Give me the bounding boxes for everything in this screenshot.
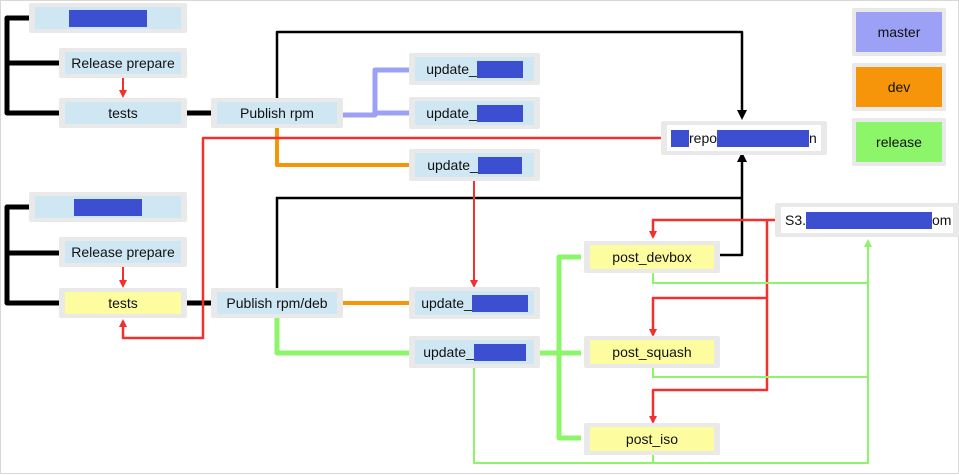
- edge-squash-s3: [652, 367, 868, 378]
- node-repo-suffix: n: [809, 130, 817, 146]
- node-release-prepare-1[interactable]: Release prepare: [59, 48, 187, 78]
- edge-release-update5: [274, 317, 411, 356]
- edge-devbox-repo: [717, 152, 747, 257]
- node-publish-rpm-deb[interactable]: Publish rpm/deb: [211, 288, 343, 318]
- node-update-3[interactable]: update_: [409, 149, 540, 181]
- redacted-name: [717, 129, 810, 147]
- redacted-name: [476, 104, 523, 122]
- node-project-2[interactable]: [29, 192, 187, 222]
- redacted-name: [74, 198, 142, 216]
- node-release-prepare-2[interactable]: Release prepare: [59, 237, 187, 267]
- node-post-devbox[interactable]: post_devbox: [584, 241, 720, 273]
- node-publish-rpm[interactable]: Publish rpm: [211, 98, 343, 128]
- node-post-iso[interactable]: post_iso: [584, 423, 720, 455]
- legend-dev: dev: [852, 63, 946, 111]
- node-update-1-label: update_: [426, 61, 477, 77]
- node-update-4-label: update_: [421, 295, 472, 311]
- edge-dev-update3: [275, 125, 411, 167]
- redacted-name: [471, 294, 528, 312]
- node-repo-prefix: repo: [689, 130, 718, 146]
- edge-s3-squash: [649, 220, 769, 337]
- edge-s3-devbox: [649, 218, 777, 239]
- edge-master-update1: [341, 67, 411, 118]
- node-update-3-label: update_: [427, 157, 478, 173]
- node-s3[interactable]: S3. om: [775, 203, 959, 237]
- redacted-name: [671, 129, 689, 147]
- redacted-name: [477, 156, 522, 174]
- redacted-name: [69, 9, 147, 27]
- node-repo[interactable]: repo n: [661, 121, 827, 155]
- legend-release: release: [852, 118, 946, 166]
- node-update-2[interactable]: update_: [409, 97, 540, 129]
- node-s3-prefix: S3.: [785, 212, 807, 228]
- node-tests-1[interactable]: tests: [59, 98, 187, 128]
- node-update-1[interactable]: update_: [409, 53, 540, 85]
- redacted-name: [476, 60, 523, 78]
- node-project-1[interactable]: [29, 3, 187, 33]
- edge-release-post-spine: [556, 254, 581, 441]
- node-update-5-label: update_: [423, 344, 474, 360]
- edge-repo-tests2: [119, 136, 663, 340]
- node-s3-suffix: om: [932, 212, 952, 228]
- node-update-2-label: update_: [426, 105, 477, 121]
- redacted-name: [806, 211, 933, 229]
- node-tests-2[interactable]: tests: [59, 288, 187, 318]
- node-post-squash[interactable]: post_squash: [584, 336, 720, 368]
- redacted-name: [473, 343, 526, 361]
- node-update-5[interactable]: update_: [409, 336, 540, 368]
- node-update-4[interactable]: update_: [409, 287, 540, 319]
- legend-master: master: [852, 8, 946, 56]
